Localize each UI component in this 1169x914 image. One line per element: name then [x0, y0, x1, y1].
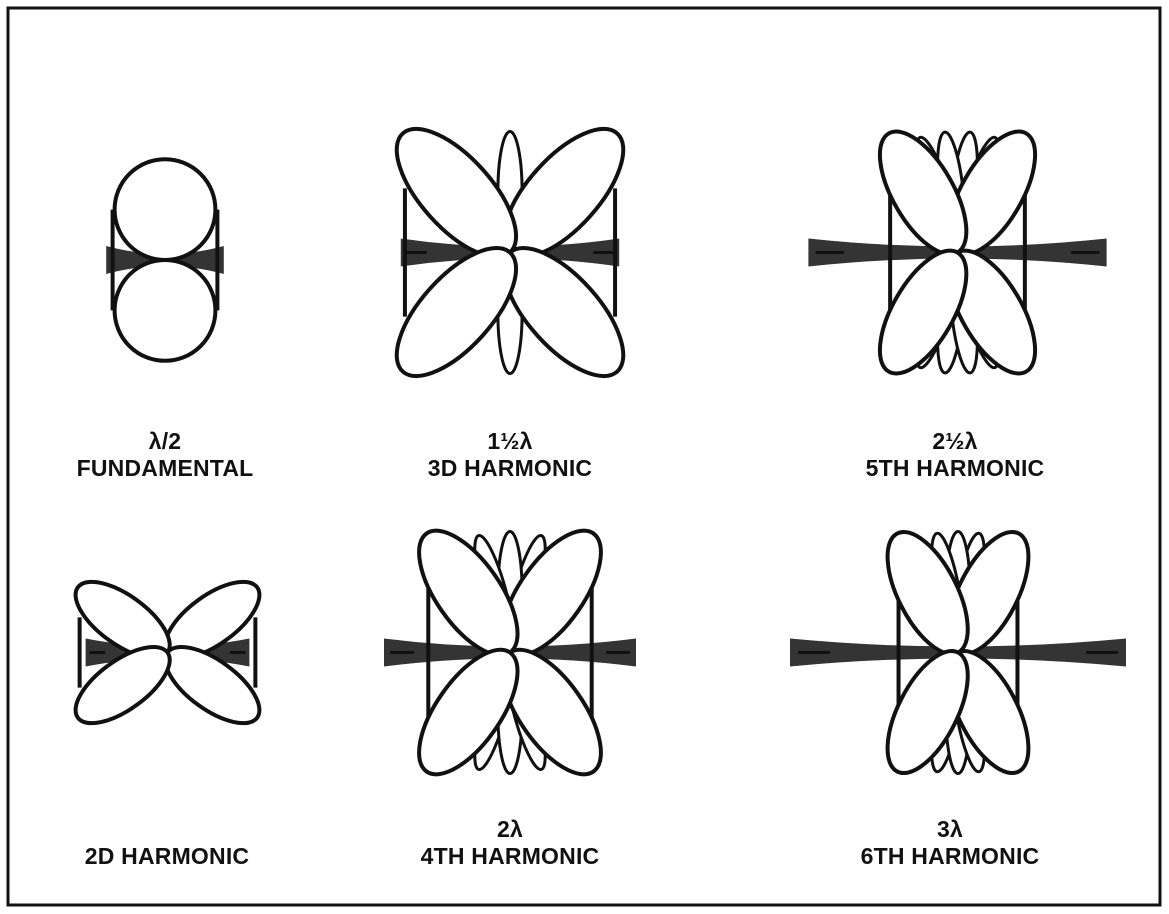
harmonic-label: 4TH HARMONIC [385, 843, 635, 870]
major-lobe [115, 260, 216, 361]
pattern-panel-4th-harmonic [360, 525, 660, 780]
antenna-length-label: 3λ [825, 816, 1075, 843]
radiation-pattern-fundamental [95, 140, 235, 380]
harmonic-label: 3D HARMONIC [385, 455, 635, 482]
antenna-length-label: 2½λ [830, 428, 1080, 455]
pattern-label-3rd-harmonic: 1½λ 3D HARMONIC [385, 428, 635, 482]
radiation-pattern-4th-harmonic [360, 525, 660, 780]
antenna-length-label: 2λ [385, 816, 635, 843]
radiation-pattern-3rd-harmonic [380, 125, 640, 380]
harmonic-label: 6TH HARMONIC [825, 843, 1075, 870]
harmonic-label: FUNDAMENTAL [40, 455, 290, 482]
major-lobe [115, 159, 216, 260]
pattern-panel-fundamental [95, 140, 235, 380]
antenna-length-label: λ/2 [40, 428, 290, 455]
radiation-pattern-6th-harmonic [758, 525, 1158, 780]
pattern-label-fundamental: λ/2 FUNDAMENTAL [40, 428, 290, 482]
antenna-length-label: 1½λ [385, 428, 635, 455]
pattern-panel-3rd-harmonic [380, 125, 640, 380]
radiation-pattern-5th-harmonic [780, 125, 1135, 380]
pattern-panel-5th-harmonic [780, 125, 1135, 380]
pattern-label-5th-harmonic: 2½λ 5TH HARMONIC [830, 428, 1080, 482]
pattern-label-2nd-harmonic: 2D HARMONIC [42, 816, 292, 870]
harmonic-label: 5TH HARMONIC [830, 455, 1080, 482]
antenna-length-label [42, 816, 292, 843]
pattern-label-4th-harmonic: 2λ 4TH HARMONIC [385, 816, 635, 870]
pattern-label-6th-harmonic: 3λ 6TH HARMONIC [825, 816, 1075, 870]
pattern-panel-6th-harmonic [758, 525, 1158, 780]
radiation-pattern-2nd-harmonic [70, 530, 265, 775]
harmonic-label: 2D HARMONIC [42, 843, 292, 870]
pattern-panel-2nd-harmonic [70, 530, 265, 775]
